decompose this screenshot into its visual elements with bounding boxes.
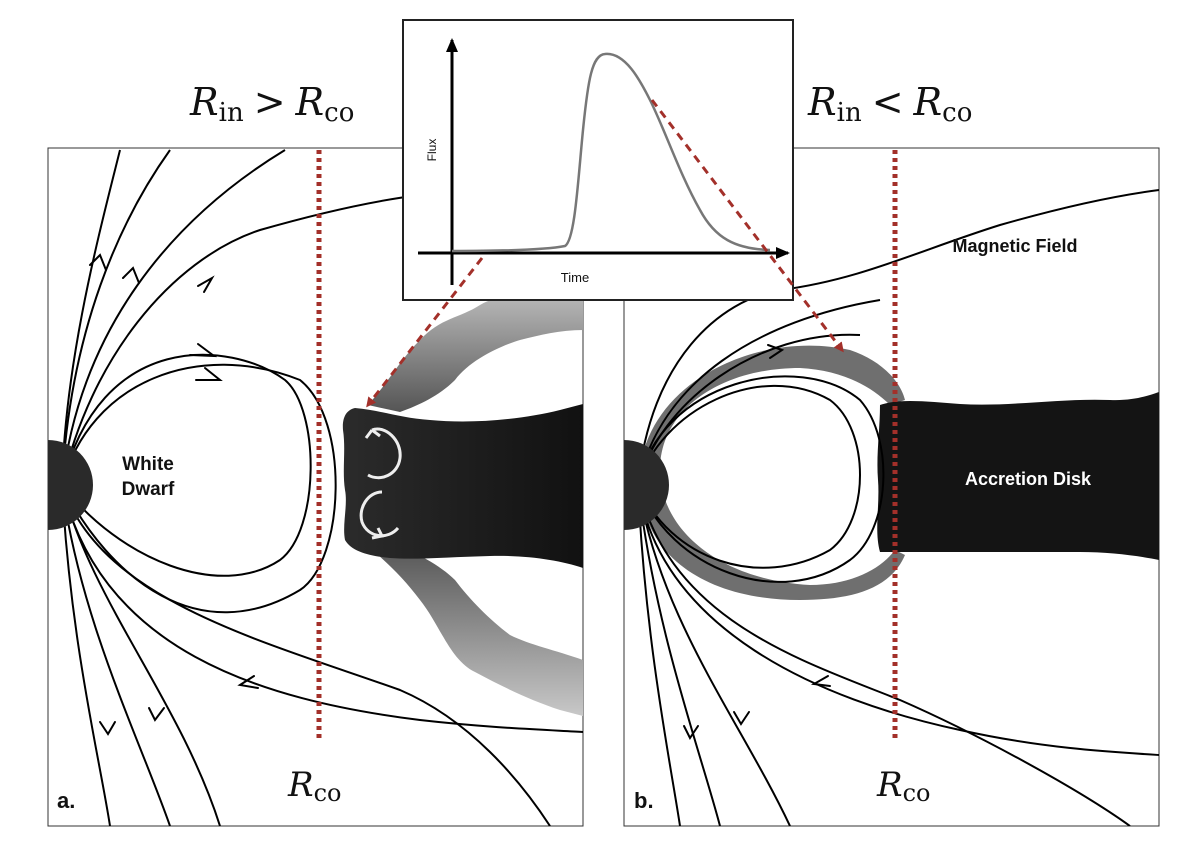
accretion-stream-upper bbox=[368, 292, 583, 412]
panel-a-tag: a. bbox=[57, 788, 75, 813]
white-dwarf-a bbox=[48, 440, 93, 530]
inset-light-curve: Flux Time bbox=[402, 19, 794, 301]
magnetic-field-label: Magnetic Field bbox=[952, 236, 1077, 256]
inset-x-label: Time bbox=[561, 270, 589, 285]
accretion-disk-a bbox=[342, 404, 583, 568]
field-arrows-a bbox=[89, 253, 259, 736]
panel-b-tag: b. bbox=[634, 788, 654, 813]
field-arrows-b bbox=[683, 344, 831, 740]
circulation-arrows bbox=[359, 427, 402, 540]
rco-label-b: Rco bbox=[876, 765, 931, 807]
pointer-arrow-a bbox=[366, 257, 484, 408]
accretion-funnel-b bbox=[639, 345, 905, 600]
accretion-stream-lower bbox=[370, 545, 583, 716]
white-dwarf-label-line2: Dwarf bbox=[122, 479, 175, 500]
accretion-disk-label: Accretion Disk bbox=[965, 469, 1092, 489]
field-lines-b bbox=[637, 189, 1159, 826]
heading-right: Rin<Rco bbox=[807, 80, 972, 128]
inset-y-label: Flux bbox=[425, 139, 439, 162]
white-dwarf-b bbox=[624, 440, 669, 530]
accretion-disk-b bbox=[877, 392, 1159, 560]
pointer-arrow-b bbox=[650, 99, 844, 353]
flux-curve bbox=[451, 52, 771, 253]
heading-left: Rin>Rco bbox=[189, 80, 354, 128]
white-dwarf-label-line1: White bbox=[122, 454, 174, 475]
inset-frame bbox=[402, 19, 794, 301]
field-lines-a bbox=[61, 149, 583, 826]
rco-label-a: Rco bbox=[287, 765, 342, 807]
